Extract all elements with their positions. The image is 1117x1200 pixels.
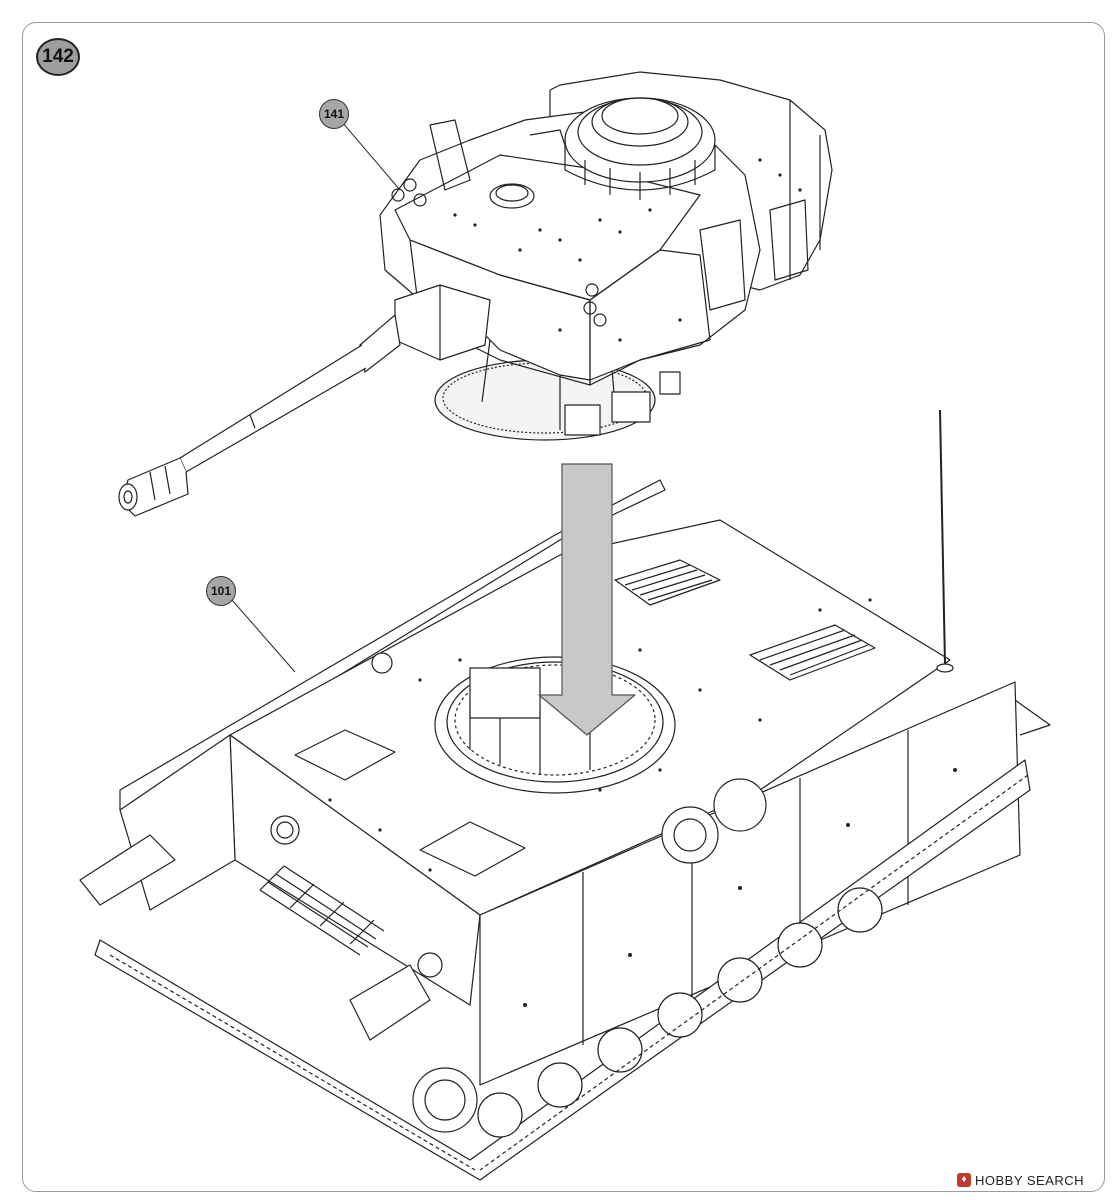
assembly-arrow: [538, 463, 636, 736]
step-number-badge: 142: [36, 38, 80, 76]
leader-line-101: [231, 599, 296, 673]
callout-hull-step: 101: [206, 576, 236, 606]
gun-barrel: [118, 314, 401, 517]
page-frame: [22, 22, 1105, 1192]
watermark-text: HOBBY SEARCH: [975, 1172, 1085, 1188]
hobby-search-logo-icon: ♦: [957, 1173, 971, 1187]
watermark: ♦ HOBBY SEARCH: [957, 1170, 1084, 1190]
turret-assembly: [379, 71, 833, 441]
callout-turret-step: 141: [319, 99, 349, 129]
leader-line-141: [341, 121, 401, 191]
